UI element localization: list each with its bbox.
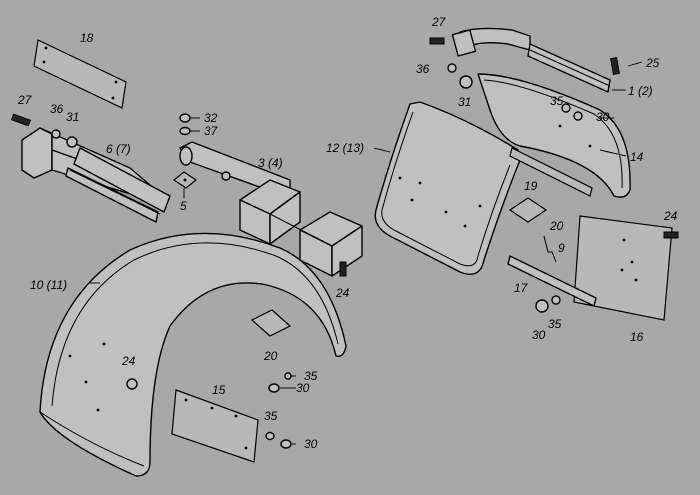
label-20-right: 20 — [549, 219, 564, 233]
label-32: 32 — [204, 111, 218, 125]
bar-17 — [507, 255, 597, 313]
label-19: 19 — [524, 179, 538, 193]
label-35-top: 35 — [550, 94, 564, 108]
panel-12-13 — [374, 101, 521, 275]
label-36-top: 36 — [416, 62, 430, 76]
label-18: 18 — [80, 31, 94, 45]
clip-9 — [543, 235, 557, 263]
fender-14 — [477, 73, 631, 198]
label-30-bottom: 30 — [304, 437, 318, 451]
label-24-mid: 24 — [335, 286, 350, 300]
label-35-fender: 35 — [304, 369, 318, 383]
label-14: 14 — [630, 150, 644, 164]
label-24-right: 24 — [663, 209, 678, 223]
plate-15 — [171, 389, 259, 463]
label-37: 37 — [204, 124, 219, 138]
nut-32-37 — [179, 113, 191, 136]
label-16: 16 — [630, 330, 644, 344]
label-30-right: 30 — [532, 328, 546, 342]
label-17: 17 — [514, 281, 529, 295]
fender-10-11 — [39, 232, 347, 477]
label-1-2: 1 (2) — [628, 84, 653, 98]
label-20-fender: 20 — [263, 349, 278, 363]
strip-19 — [509, 147, 593, 197]
label-3-4: 3 (4) — [258, 156, 283, 170]
label-5: 5 — [180, 199, 187, 213]
label-6-7: 6 (7) — [106, 142, 131, 156]
label-24-left: 24 — [121, 354, 136, 368]
plate-18 — [33, 39, 127, 109]
part-labels: 18 27 36 31 6 (7) 32 37 5 3 (4) 12 (13) … — [17, 15, 678, 451]
label-35-bottom: 35 — [264, 409, 278, 423]
label-31-left: 31 — [66, 110, 79, 124]
plate-20-right — [508, 197, 548, 223]
label-25: 25 — [645, 56, 660, 70]
label-30-fender: 30 — [296, 381, 310, 395]
leader-lines — [90, 61, 643, 445]
plate-20-fender — [250, 309, 292, 337]
small-nuts — [265, 261, 347, 449]
support-3-4 — [179, 141, 363, 277]
label-27-top: 27 — [431, 15, 447, 29]
label-27-left: 27 — [17, 93, 33, 107]
label-15: 15 — [212, 383, 226, 397]
label-9: 9 — [558, 241, 565, 255]
label-31-top: 31 — [458, 95, 471, 109]
label-12-13: 12 (13) — [326, 141, 364, 155]
label-36-left: 36 — [50, 102, 64, 116]
label-10-11: 10 (11) — [30, 278, 67, 292]
label-35-right: 35 — [548, 317, 562, 331]
label-30-top: 30 — [596, 110, 610, 124]
bar-6-7 — [65, 147, 171, 223]
plate-16 — [573, 215, 679, 321]
rail-1-2 — [527, 43, 620, 93]
plate-5 — [172, 171, 198, 189]
